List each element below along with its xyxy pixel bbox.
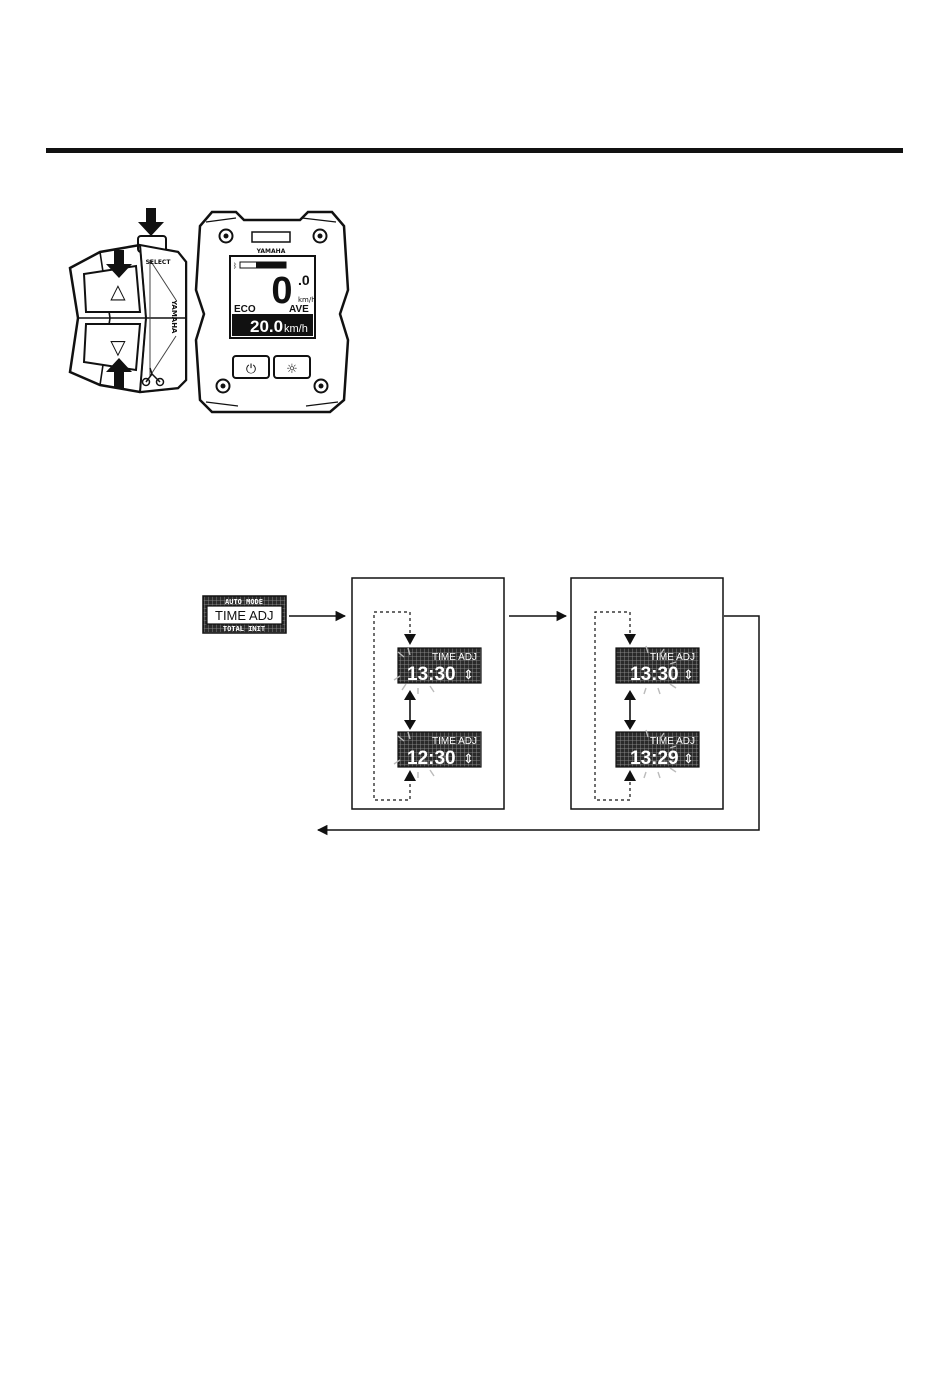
time-value: 13:30 <box>407 664 456 685</box>
screen-label: TIME ADJ <box>432 652 477 663</box>
down-arrow-icon: ▽ <box>110 335 126 359</box>
down-button[interactable]: ▽ <box>84 324 140 370</box>
updown-icon: ⇕ <box>683 752 694 767</box>
panel-minute-adjust: TIME ADJ 13:30 ⇕ TIME ADJ 13:29 ⇕ <box>571 578 723 809</box>
bluetooth-icon: ᛒ <box>233 262 237 270</box>
up-button[interactable]: △ <box>84 266 140 312</box>
controller-illustration: △ ▽ SELECT YAMAHA <box>70 208 186 392</box>
avg-speed-value: 20.0 <box>250 317 283 336</box>
updown-icon: ⇕ <box>683 668 694 683</box>
screen-label: TIME ADJ <box>650 652 695 663</box>
screen-label: TIME ADJ <box>650 736 695 747</box>
avg-label: AVE <box>289 304 309 315</box>
controller-brand-logo: YAMAHA <box>170 299 178 334</box>
battery-fill <box>256 262 286 268</box>
menu-lcd: AUTO MODE TIME ADJ TOTAL INIT <box>203 596 286 633</box>
speed-decimal: .0 <box>298 272 310 288</box>
time-value: 12:30 <box>407 748 456 769</box>
light-button[interactable]: ☼ <box>274 356 310 378</box>
avg-speed-unit: km/h <box>284 323 308 335</box>
power-button[interactable]: ⏻ <box>233 356 269 378</box>
screen-label: TIME ADJ <box>432 736 477 747</box>
speed-unit: km/h <box>298 296 316 304</box>
up-arrow-icon: △ <box>110 279 126 303</box>
display-brand-logo: YAMAHA <box>256 248 286 255</box>
updown-icon: ⇕ <box>463 752 474 767</box>
menu-prev-item: AUTO MODE <box>225 598 263 606</box>
menu-current-item: TIME ADJ <box>215 608 274 623</box>
section-rule <box>46 148 903 153</box>
press-arrow-icon <box>138 208 164 236</box>
time-value: 13:30 <box>630 664 679 685</box>
menu-next-item: TOTAL INIT <box>223 625 265 633</box>
power-icon: ⏻ <box>246 362 256 377</box>
time-value: 13:29 <box>630 748 679 769</box>
panel-hour-adjust: TIME ADJ 13:30 ⇕ TIME ADJ 12:30 ⇕ <box>352 578 504 809</box>
light-icon: ☼ <box>286 362 298 377</box>
select-label: SELECT <box>146 259 172 266</box>
updown-icon: ⇕ <box>463 668 474 683</box>
assist-mode: ECO <box>234 304 256 315</box>
display-illustration: YAMAHA ᛒ 0 .0 km/h ECO AVE 20.0 km/h ⏻ ☼ <box>196 212 348 412</box>
